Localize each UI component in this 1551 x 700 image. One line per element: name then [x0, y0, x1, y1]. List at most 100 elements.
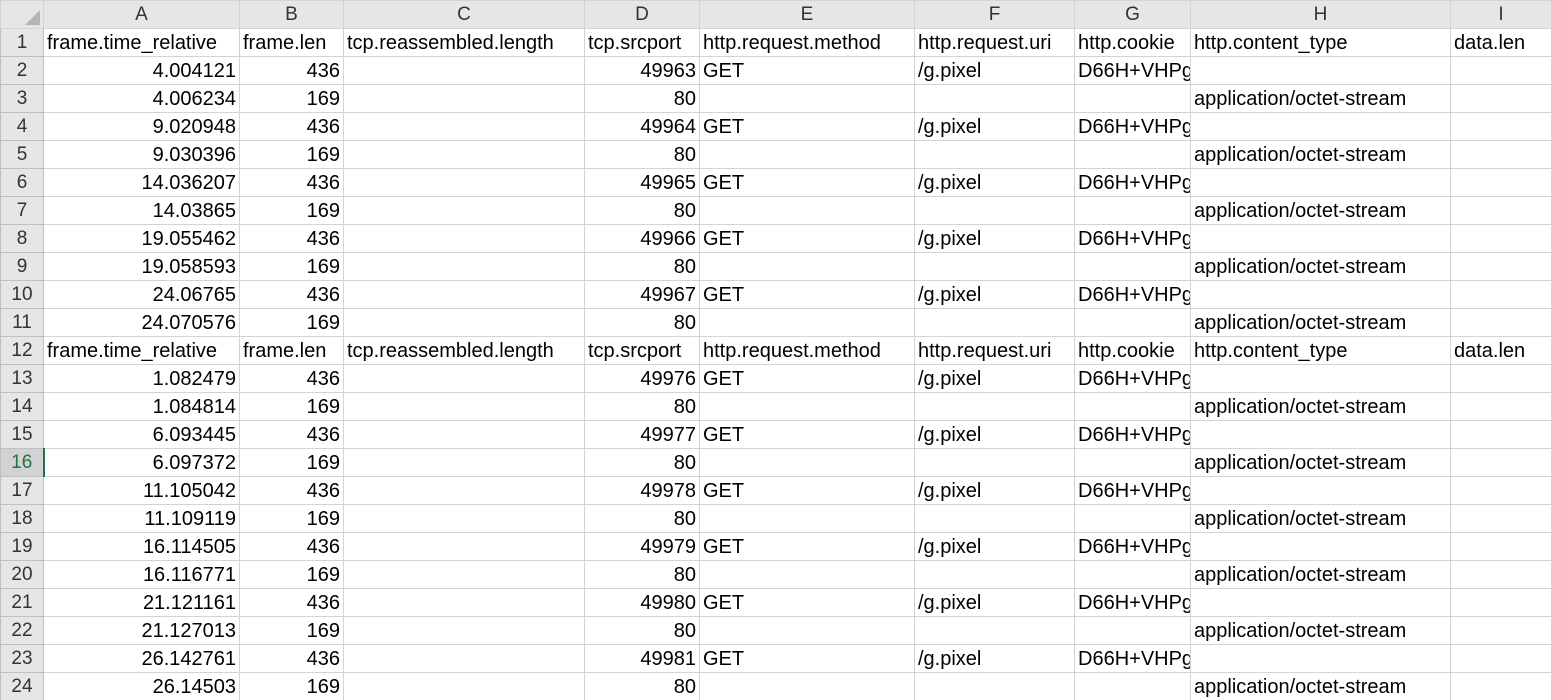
row-header[interactable]: 12	[0, 336, 44, 365]
cell-e3[interactable]	[699, 84, 915, 113]
cell-e24[interactable]	[699, 672, 915, 700]
cell-g20[interactable]	[1074, 560, 1191, 589]
cell-c1[interactable]: tcp.reassembled.length	[343, 28, 585, 57]
row-header[interactable]: 9	[0, 252, 44, 281]
row-header[interactable]: 14	[0, 392, 44, 421]
cell-f22[interactable]	[914, 616, 1075, 645]
cell-f14[interactable]	[914, 392, 1075, 421]
row-header[interactable]: 19	[0, 532, 44, 561]
cell-b5[interactable]: 169	[239, 140, 344, 169]
cell-b7[interactable]: 169	[239, 196, 344, 225]
cell-g1[interactable]: http.cookie	[1074, 28, 1191, 57]
cell-c18[interactable]	[343, 504, 585, 533]
cell-b19[interactable]: 436	[239, 532, 344, 561]
cell-b18[interactable]: 169	[239, 504, 344, 533]
cell-i5[interactable]	[1450, 140, 1551, 169]
column-header-g[interactable]: G	[1074, 0, 1191, 29]
cell-a16[interactable]: 6.097372	[43, 448, 240, 477]
cell-i16[interactable]	[1450, 448, 1551, 477]
row-header[interactable]: 23	[0, 644, 44, 673]
cell-d15[interactable]: 49977	[584, 420, 700, 449]
cell-g23[interactable]: D66H+VHPg	[1074, 644, 1191, 673]
cell-g8[interactable]: D66H+VHPg	[1074, 224, 1191, 253]
cell-e8[interactable]: GET	[699, 224, 915, 253]
cell-i13[interactable]	[1450, 364, 1551, 393]
cell-h18[interactable]: application/octet-stream	[1190, 504, 1451, 533]
cell-i20[interactable]	[1450, 560, 1551, 589]
cell-c11[interactable]	[343, 308, 585, 337]
cell-c14[interactable]	[343, 392, 585, 421]
cell-h3[interactable]: application/octet-stream	[1190, 84, 1451, 113]
cell-f17[interactable]: /g.pixel	[914, 476, 1075, 505]
cell-i21[interactable]	[1450, 588, 1551, 617]
cell-i10[interactable]	[1450, 280, 1551, 309]
cell-f4[interactable]: /g.pixel	[914, 112, 1075, 141]
column-header-i[interactable]: I	[1450, 0, 1551, 29]
cell-b15[interactable]: 436	[239, 420, 344, 449]
row-header[interactable]: 5	[0, 140, 44, 169]
cell-a18[interactable]: 11.109119	[43, 504, 240, 533]
cell-f9[interactable]	[914, 252, 1075, 281]
cell-b4[interactable]: 436	[239, 112, 344, 141]
cell-g5[interactable]	[1074, 140, 1191, 169]
cell-b8[interactable]: 436	[239, 224, 344, 253]
cell-c21[interactable]	[343, 588, 585, 617]
cell-f18[interactable]	[914, 504, 1075, 533]
cell-i14[interactable]	[1450, 392, 1551, 421]
cell-i17[interactable]	[1450, 476, 1551, 505]
cell-g22[interactable]	[1074, 616, 1191, 645]
row-header[interactable]: 3	[0, 84, 44, 113]
cell-d17[interactable]: 49978	[584, 476, 700, 505]
row-header[interactable]: 15	[0, 420, 44, 449]
cell-f2[interactable]: /g.pixel	[914, 56, 1075, 85]
cell-c7[interactable]	[343, 196, 585, 225]
cell-f21[interactable]: /g.pixel	[914, 588, 1075, 617]
cell-h22[interactable]: application/octet-stream	[1190, 616, 1451, 645]
row-header[interactable]: 7	[0, 196, 44, 225]
cell-b2[interactable]: 436	[239, 56, 344, 85]
cell-b6[interactable]: 436	[239, 168, 344, 197]
cell-a12[interactable]: frame.time_relative	[43, 336, 240, 365]
cell-e16[interactable]	[699, 448, 915, 477]
cell-h19[interactable]	[1190, 532, 1451, 561]
column-header-c[interactable]: C	[343, 0, 585, 29]
cell-e21[interactable]: GET	[699, 588, 915, 617]
cell-f5[interactable]	[914, 140, 1075, 169]
cell-d2[interactable]: 49963	[584, 56, 700, 85]
row-header[interactable]: 8	[0, 224, 44, 253]
cell-c20[interactable]	[343, 560, 585, 589]
cell-i4[interactable]	[1450, 112, 1551, 141]
cell-e4[interactable]: GET	[699, 112, 915, 141]
cell-e12[interactable]: http.request.method	[699, 336, 915, 365]
cell-c22[interactable]	[343, 616, 585, 645]
cell-g16[interactable]	[1074, 448, 1191, 477]
cell-c15[interactable]	[343, 420, 585, 449]
cell-b1[interactable]: frame.len	[239, 28, 344, 57]
cell-c4[interactable]	[343, 112, 585, 141]
cell-g15[interactable]: D66H+VHPg	[1074, 420, 1191, 449]
cell-d7[interactable]: 80	[584, 196, 700, 225]
cell-d11[interactable]: 80	[584, 308, 700, 337]
row-header[interactable]: 20	[0, 560, 44, 589]
cell-g6[interactable]: D66H+VHPg	[1074, 168, 1191, 197]
cell-a6[interactable]: 14.036207	[43, 168, 240, 197]
cell-b20[interactable]: 169	[239, 560, 344, 589]
cell-d20[interactable]: 80	[584, 560, 700, 589]
cell-e2[interactable]: GET	[699, 56, 915, 85]
cell-e1[interactable]: http.request.method	[699, 28, 915, 57]
cell-a10[interactable]: 24.06765	[43, 280, 240, 309]
cell-e18[interactable]	[699, 504, 915, 533]
row-header[interactable]: 6	[0, 168, 44, 197]
cell-h8[interactable]	[1190, 224, 1451, 253]
column-header-h[interactable]: H	[1190, 0, 1451, 29]
cell-f19[interactable]: /g.pixel	[914, 532, 1075, 561]
cell-i18[interactable]	[1450, 504, 1551, 533]
cell-b23[interactable]: 436	[239, 644, 344, 673]
cell-h6[interactable]	[1190, 168, 1451, 197]
cell-c3[interactable]	[343, 84, 585, 113]
cell-b24[interactable]: 169	[239, 672, 344, 700]
cell-d4[interactable]: 49964	[584, 112, 700, 141]
cell-d12[interactable]: tcp.srcport	[584, 336, 700, 365]
row-header[interactable]: 1	[0, 28, 44, 57]
cell-d23[interactable]: 49981	[584, 644, 700, 673]
